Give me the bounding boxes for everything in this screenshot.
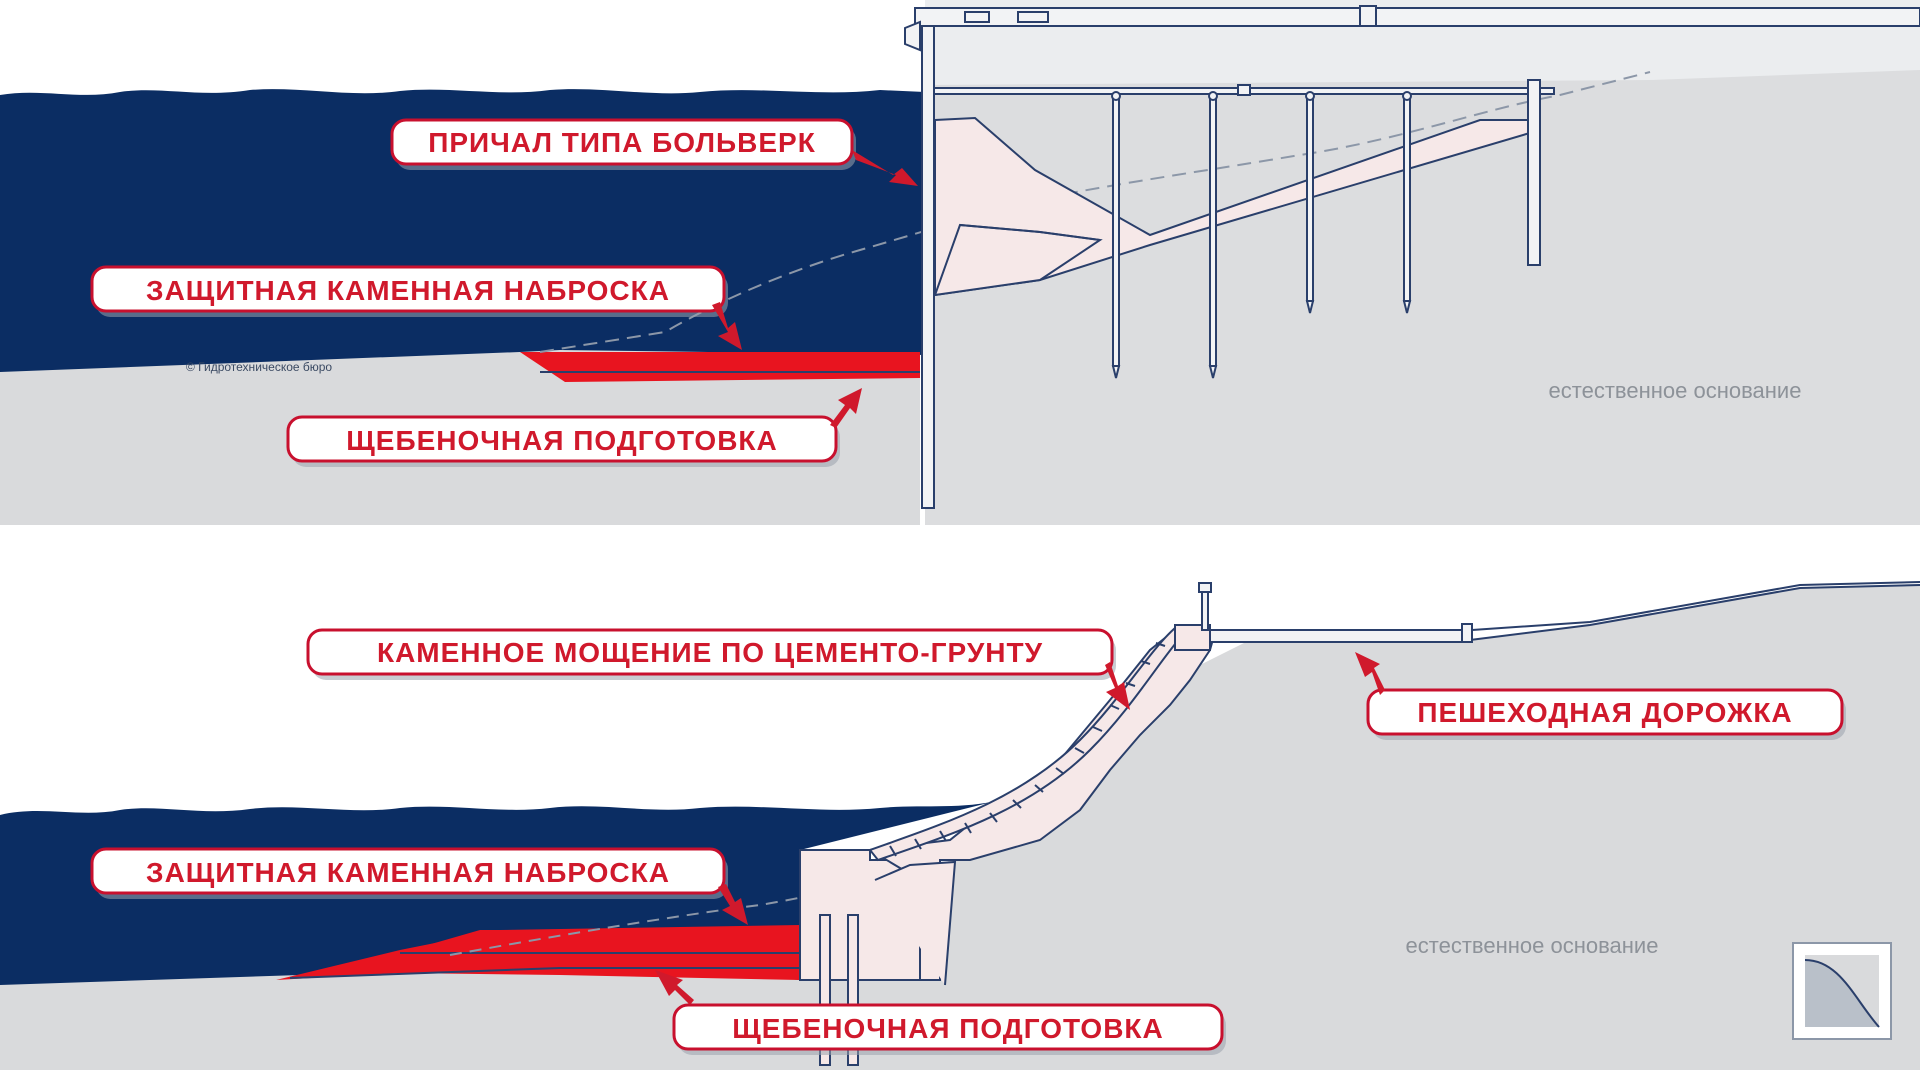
callout-rock-protection-top: ЗАЩИТНАЯ КАМЕННАЯ НАБРОСКА bbox=[90, 265, 742, 350]
label-stone-paving: КАМЕННОЕ МОЩЕНИЕ ПО ЦЕМЕНТО-ГРУНТУ bbox=[377, 637, 1043, 668]
label-footpath: ПЕШЕХОДНАЯ ДОРОЖКА bbox=[1417, 697, 1792, 728]
top-anchor-piles bbox=[1111, 91, 1412, 379]
arrow-icon bbox=[712, 302, 742, 350]
top-panel: естественное основание © Гидротехническо… bbox=[0, 0, 1920, 525]
bottom-ground-label: естественное основание bbox=[1406, 933, 1659, 958]
label-gravel-top: ЩЕБЕНОЧНАЯ ПОДГОТОВКА bbox=[346, 425, 778, 456]
top-credit-text: © Гидротехническое бюро bbox=[186, 360, 332, 374]
top-sheet-pile bbox=[921, 19, 935, 509]
bottom-panel: естественное основание КАМЕННОЕ МОЩЕНИЕ … bbox=[0, 548, 1920, 1070]
bottom-footpath bbox=[1209, 629, 1471, 643]
arrow-icon bbox=[718, 884, 748, 925]
callout-gravel-bottom: ЩЕБЕНОЧНАЯ ПОДГОТОВКА bbox=[655, 970, 1226, 1055]
label-rock-protection-bottom: ЗАЩИТНАЯ КАМЕННАЯ НАБРОСКА bbox=[146, 857, 670, 888]
top-ground-label: естественное основание bbox=[1549, 378, 1802, 403]
bottom-pile-2 bbox=[847, 914, 859, 1066]
callout-footpath: ПЕШЕХОДНАЯ ДОРОЖКА bbox=[1355, 652, 1846, 740]
bottom-railing-post bbox=[1201, 589, 1209, 631]
arrow-icon bbox=[852, 150, 918, 186]
bottom-seabed-line bbox=[449, 864, 951, 956]
label-rock-protection-top: ЗАЩИТНАЯ КАМЕННАЯ НАБРОСКА bbox=[146, 275, 670, 306]
top-anchor-wall bbox=[1527, 79, 1541, 266]
arrow-icon bbox=[830, 388, 862, 428]
top-deck bbox=[914, 7, 1920, 27]
callout-stone-paving: КАМЕННОЕ МОЩЕНИЕ ПО ЦЕМЕНТО-ГРУНТУ bbox=[306, 628, 1130, 710]
label-berth: ПРИЧАЛ ТИПА БОЛЬВЕРК bbox=[428, 127, 816, 158]
callout-gravel-top: ЩЕБЕНОЧНАЯ ПОДГОТОВКА bbox=[286, 388, 862, 467]
top-gravel-bed bbox=[520, 352, 920, 382]
callout-berth: ПРИЧАЛ ТИПА БОЛЬВЕРК bbox=[390, 118, 918, 186]
label-gravel-bottom: ЩЕБЕНОЧНАЯ ПОДГОТОВКА bbox=[732, 1013, 1164, 1044]
top-ground-right bbox=[925, 70, 1920, 525]
bottom-pile-1 bbox=[819, 914, 831, 1066]
arrow-icon bbox=[1355, 652, 1385, 695]
slope-logo-icon bbox=[1792, 942, 1892, 1040]
arrow-icon bbox=[655, 970, 694, 1005]
arrow-icon bbox=[1105, 662, 1130, 710]
callout-rock-protection-bottom: ЗАЩИТНАЯ КАМЕННАЯ НАБРОСКА bbox=[90, 847, 748, 925]
